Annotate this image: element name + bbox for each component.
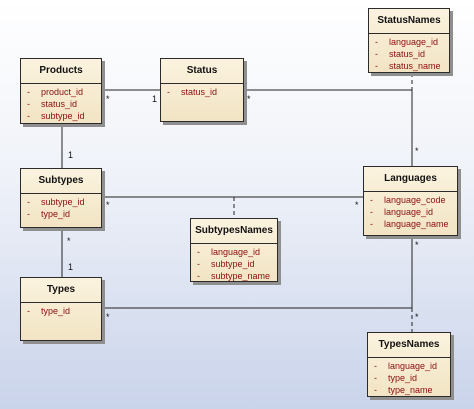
attribute-label: language_id — [388, 361, 438, 371]
entity-types[interactable]: Types -type_id — [20, 277, 102, 341]
attribute-label: status_id — [181, 87, 218, 97]
attribute-label: status_id — [41, 99, 78, 109]
attribute: -subtype_id — [27, 111, 85, 121]
attribute: -product_id — [27, 87, 84, 97]
mult-products-subtypes: 1 — [68, 150, 73, 160]
attribute-label: subtype_id — [41, 111, 85, 121]
mult-subtypes-types-types: 1 — [68, 262, 73, 272]
mult-status-languages-status: * — [247, 94, 251, 104]
mult-subtypes-types-subtypes: * — [67, 236, 71, 246]
mult-subtypes-languages-subtypes: * — [106, 200, 110, 210]
attribute-label: type_id — [388, 373, 418, 383]
attribute: -language_id — [197, 247, 261, 257]
attribute: -subtype_id — [197, 259, 255, 269]
attribute-label: language_code — [384, 195, 446, 205]
attribute: -subtype_id — [27, 197, 85, 207]
attribute: -language_name — [370, 219, 449, 229]
mult-prod-status-status: 1 — [152, 94, 157, 104]
mult-statusnames: * — [415, 146, 419, 156]
divider — [21, 193, 101, 194]
attribute-label: subtype_id — [211, 259, 255, 269]
entity-title: SubtypesNames — [195, 225, 273, 236]
divider — [21, 302, 101, 303]
attribute-label: type_id — [41, 209, 71, 219]
attribute: -status_id — [27, 99, 78, 109]
attribute: -type_name — [374, 385, 433, 395]
divider — [368, 357, 450, 358]
attribute: -status_name — [375, 61, 441, 71]
entity-title: Types — [46, 284, 76, 295]
mult-typesnames: * — [415, 312, 419, 322]
attribute: -type_id — [374, 373, 418, 383]
mult-subtypes-languages-languages: * — [355, 200, 359, 210]
attribute: -type_id — [27, 209, 71, 219]
attribute-label: language_name — [384, 219, 449, 229]
attribute: -status_id — [167, 87, 218, 97]
mult-prod-status-products: * — [106, 94, 110, 104]
entity-title: Status — [186, 65, 218, 76]
entity-title: TypesNames — [378, 339, 440, 350]
attribute-label: language_id — [384, 207, 434, 217]
divider — [21, 83, 101, 84]
attribute-label: subtype_id — [41, 197, 85, 207]
entity-title: Products — [39, 65, 83, 76]
entity-languages[interactable]: Languages -language_code -language_id -l… — [363, 166, 458, 236]
attribute-label: type_id — [41, 306, 71, 316]
mult-types-languages-types: * — [106, 312, 110, 322]
entity-products[interactable]: Products -product_id -status_id -subtype… — [20, 58, 102, 124]
attribute-label: product_id — [41, 87, 84, 97]
entity-subtypes[interactable]: Subtypes -subtype_id -type_id — [20, 168, 102, 228]
attribute-label: type_name — [388, 385, 433, 395]
divider — [364, 191, 457, 192]
attribute-label: status_id — [389, 49, 426, 59]
entity-title: StatusNames — [377, 15, 441, 26]
attribute: -subtype_name — [197, 271, 271, 281]
attribute: -language_code — [370, 195, 446, 205]
entity-statusnames[interactable]: StatusNames -language_id -status_id -sta… — [368, 8, 450, 73]
attribute-label: status_name — [389, 61, 441, 71]
entity-subtypesnames[interactable]: SubtypesNames -language_id -subtype_id -… — [190, 218, 278, 282]
entity-title: Languages — [384, 173, 437, 184]
entity-title: Subtypes — [38, 175, 84, 186]
attribute: -language_id — [370, 207, 434, 217]
attribute-label: language_id — [211, 247, 261, 257]
attribute: -type_id — [27, 306, 71, 316]
entity-status[interactable]: Status -status_id — [160, 58, 244, 122]
mult-languages-typesnames-languages: * — [415, 240, 419, 250]
divider — [191, 243, 277, 244]
divider — [161, 83, 243, 84]
attribute: -language_id — [375, 37, 439, 47]
attribute-label: language_id — [389, 37, 439, 47]
entity-typesnames[interactable]: TypesNames -language_id -type_id -type_n… — [367, 332, 451, 397]
attribute: -language_id — [374, 361, 438, 371]
attribute: -status_id — [375, 49, 426, 59]
attribute-label: subtype_name — [211, 271, 271, 281]
divider — [369, 33, 449, 34]
